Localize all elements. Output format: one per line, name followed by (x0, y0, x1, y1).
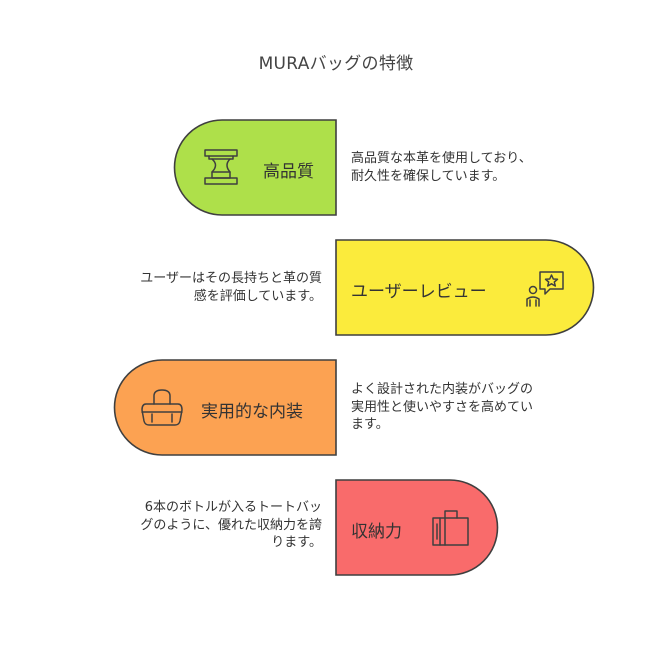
description-line: グのように、優れた収納力を誇 (140, 517, 322, 533)
handbag-icon (141, 389, 183, 426)
feature-label-interior: 実用的な内装 (201, 402, 303, 422)
feature-pill-review (335, 239, 595, 336)
description-line: 実用性と使いやすさを高めてい (351, 399, 534, 415)
description-line: 高品質な本革を使用しており、 (351, 151, 532, 166)
description-line: 感を評価しています。 (193, 288, 322, 304)
feature-label-review: ユーザーレビュー (351, 282, 487, 302)
feature-label-quality: 高品質 (263, 162, 314, 182)
feature-description-storage: 6本のボトルが入るトートバッ グのように、優れた収納力を誇 ります。 (96, 499, 322, 552)
description-line: ユーザーはその長持ちと革の質 (140, 271, 322, 286)
feature-label-storage: 収納力 (351, 522, 402, 542)
feature-description-interior: よく設計された内装がバッグの 実用性と使いやすさを高めてい ます。 (351, 381, 581, 434)
suitcase-icon (432, 510, 469, 546)
description-line: ます。 (351, 417, 389, 432)
review-icon (526, 271, 564, 307)
feature-pill-storage (335, 479, 499, 576)
feature-pill-quality (173, 119, 337, 216)
podium-icon (204, 149, 238, 185)
description-line: 6本のボトルが入るトートバッ (144, 500, 322, 515)
description-line: ります。 (271, 535, 322, 550)
feature-pill-interior (113, 359, 337, 456)
diagram-title: MURAバッグの特徴 (258, 54, 414, 74)
description-line: 耐久性を確保しています。 (351, 168, 506, 184)
feature-description-quality: 高品質な本革を使用しており、 耐久性を確保しています。 (351, 150, 581, 185)
description-line: よく設計された内装がバッグの (351, 382, 534, 397)
feature-description-review: ユーザーはその長持ちと革の質 感を評価しています。 (96, 270, 322, 305)
